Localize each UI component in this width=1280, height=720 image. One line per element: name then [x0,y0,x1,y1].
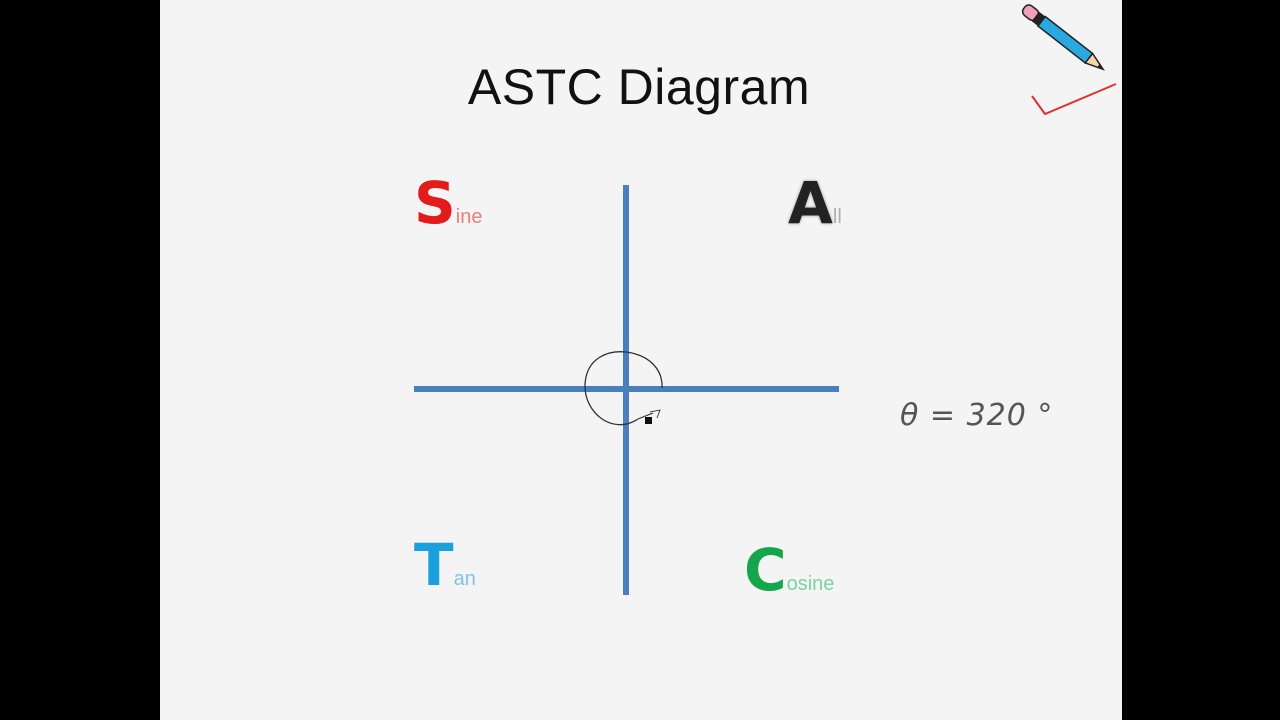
quadrant-label-all: All [788,174,842,232]
quadrant-label-sine: Sine [414,174,482,232]
slide: ASTC Diagram Sine All Tan Cosine θ = 320… [160,0,1122,720]
sine-letter: S [414,169,456,237]
all-suffix: ll [832,206,842,228]
quadrant-label-cosine: Cosine [744,541,834,599]
angle-arc [584,351,663,426]
cosine-letter: C [744,536,787,604]
cursor-icon [645,409,661,424]
quadrant-label-tan: Tan [414,536,476,594]
arc-arrow-tail [637,412,654,420]
tan-letter: T [414,531,454,599]
page-title: ASTC Diagram [467,59,811,115]
cosine-suffix: osine [786,573,835,595]
all-letter: A [788,169,833,237]
pencil-icon[interactable] [1021,3,1107,74]
diagram-canvas: θ = 320 ° [414,3,1117,595]
sine-suffix: ine [455,206,483,228]
tan-suffix: an [453,568,476,590]
red-tick-mark [1031,83,1117,116]
theta-annotation: θ = 320 ° [900,398,1053,433]
